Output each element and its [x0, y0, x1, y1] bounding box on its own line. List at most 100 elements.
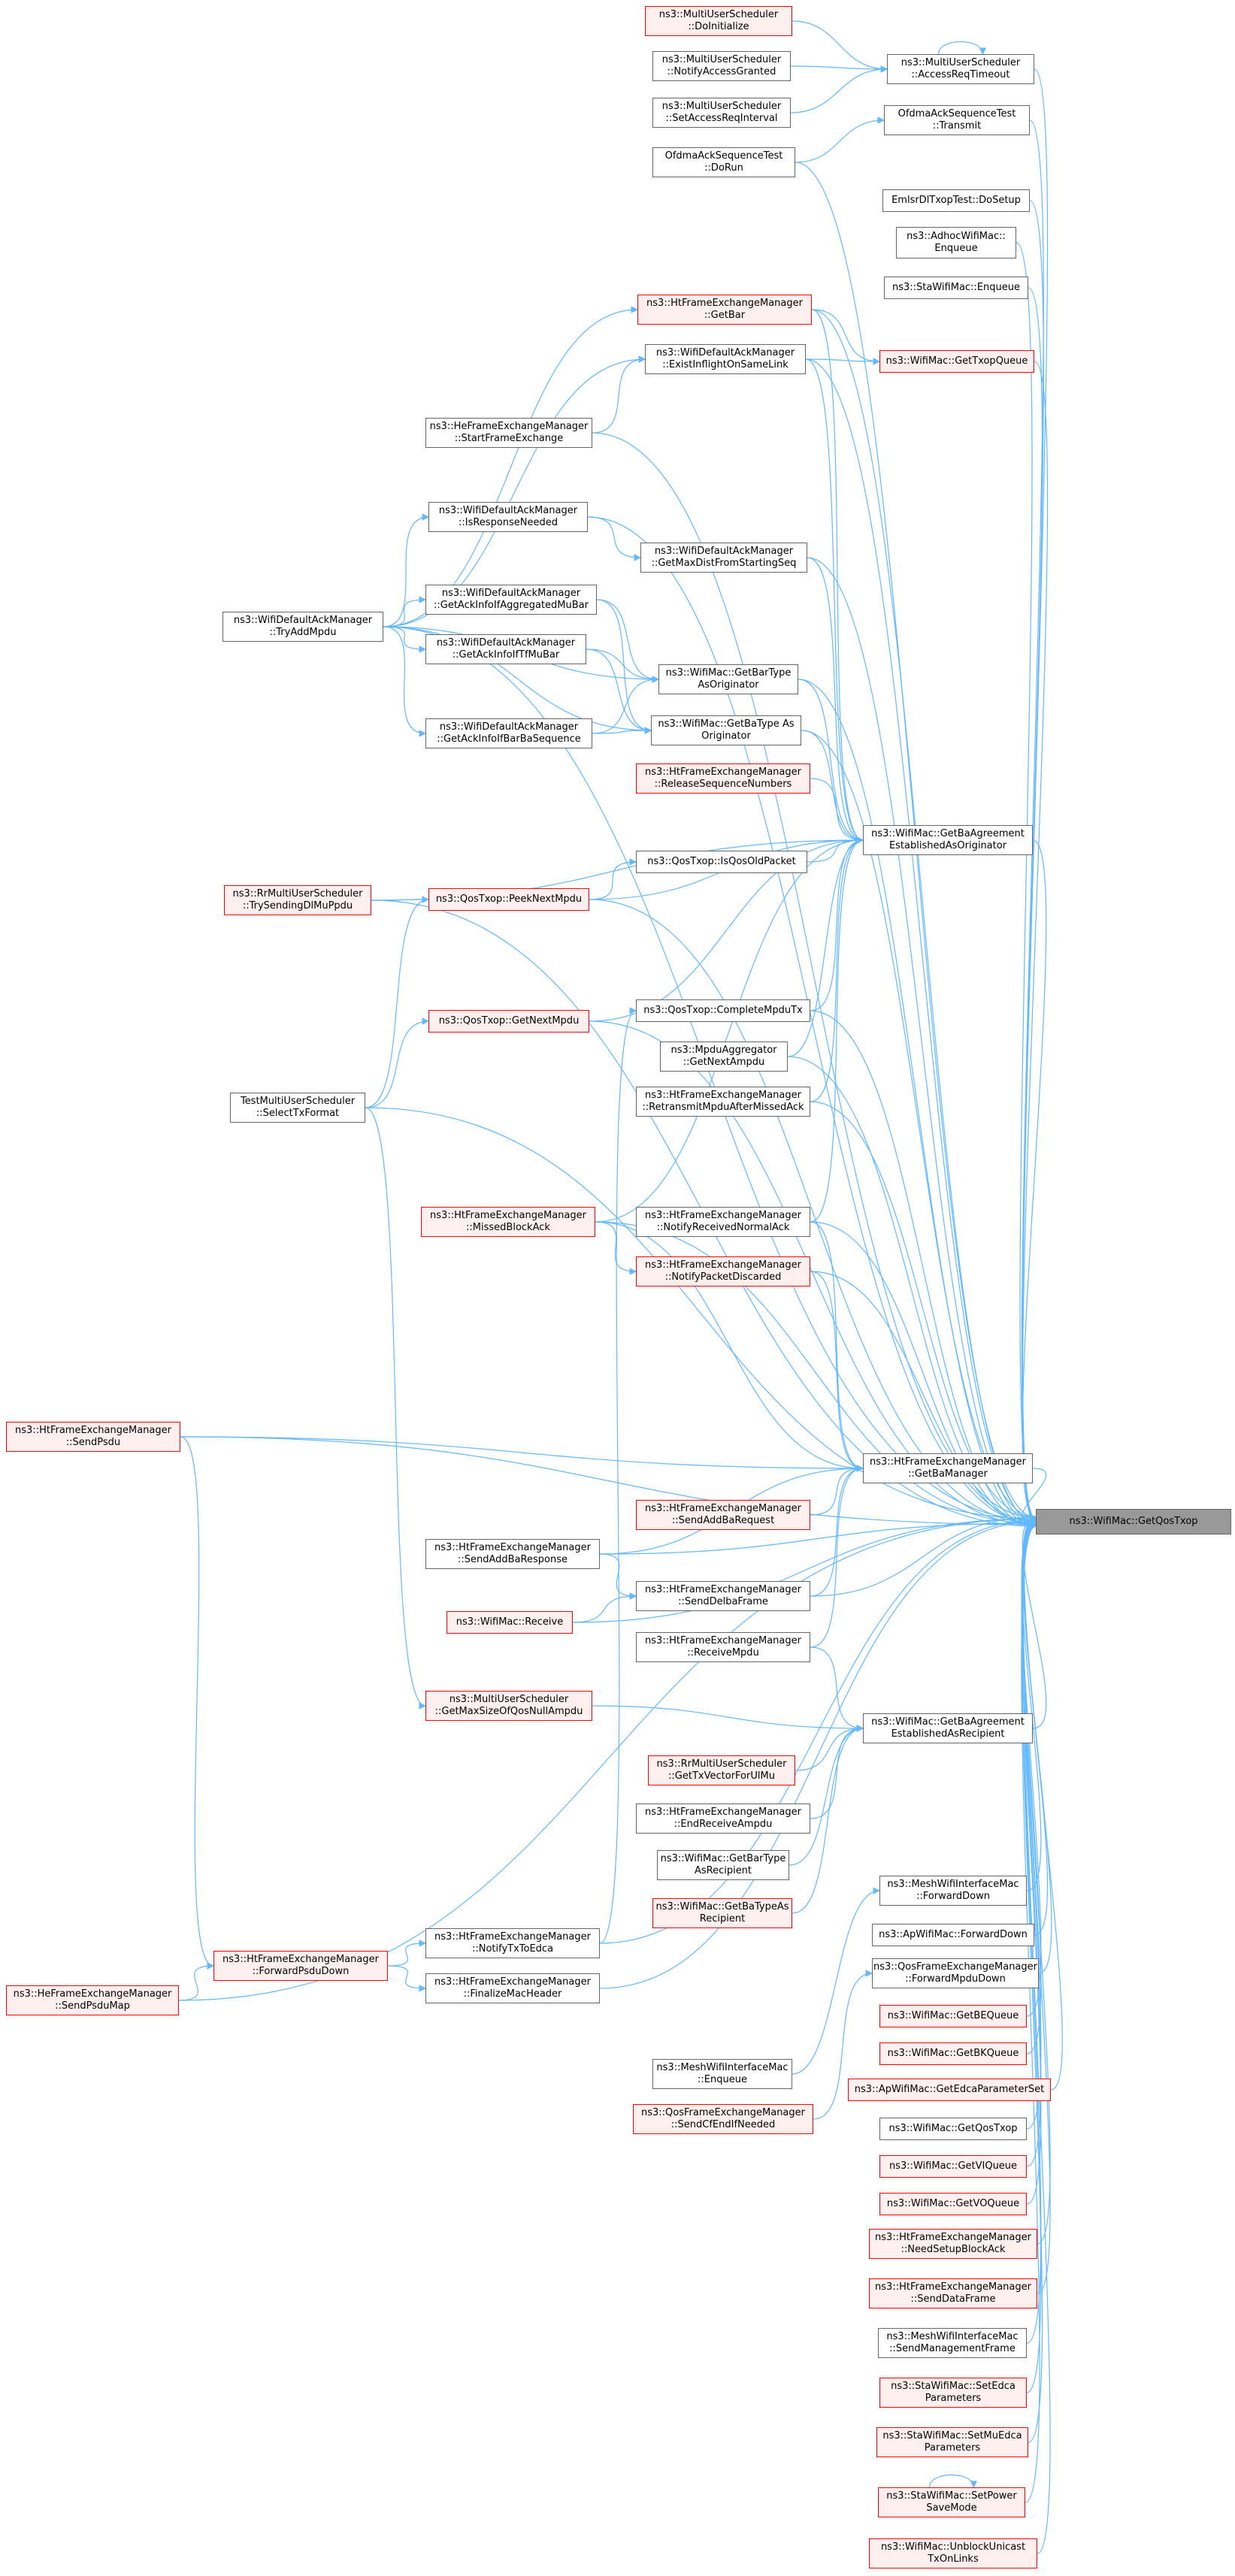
node-mesh-forwarddown[interactable]: ns3::MeshWifiInterfaceMac::ForwardDown [879, 1876, 1027, 1906]
node-ht-sendaddbareq[interactable]: ns3::HtFrameExchangeManager::SendAddBaRe… [636, 1500, 810, 1530]
edge-ht-forwardpsdudown-to-ht-notifytxtoedca [387, 1940, 426, 1967]
node-mu-doinit[interactable]: ns3::MultiUserScheduler::DoInitialize [645, 6, 792, 36]
node-label: SaveMode [926, 2502, 977, 2514]
node-mesh-enqueue[interactable]: ns3::MeshWifiInterfaceMac::Enqueue [652, 2059, 792, 2089]
node-test-selecttx[interactable]: TestMultiUserScheduler::SelectTxFormat [230, 1093, 365, 1123]
node-mu-setaccess[interactable]: ns3::MultiUserScheduler::SetAccessReqInt… [652, 98, 791, 128]
node-label: OfdmaAckSequenceTest [897, 108, 1016, 119]
node-ofdma-dorun[interactable]: OfdmaAckSequenceTest::DoRun [652, 147, 795, 177]
node-label: ns3::HtFrameExchangeManager [645, 1635, 801, 1646]
node-ht-forwardpsdudown[interactable]: ns3::HtFrameExchangeManager::ForwardPsdu… [213, 1951, 388, 1981]
node-wm-receive[interactable]: ns3::WifiMac::Receive [446, 1611, 573, 1634]
node-wm-getqostxop2[interactable]: ns3::WifiMac::GetQosTxop [879, 2118, 1027, 2140]
node-wm-getvoqueue[interactable]: ns3::WifiMac::GetVOQueue [879, 2193, 1027, 2215]
node-label: ns3::MultiUserScheduler [449, 1694, 569, 1705]
node-ht-getbar[interactable]: ns3::HtFrameExchangeManager::GetBar [637, 295, 812, 325]
node-wdam-existinflight[interactable]: ns3::WifiDefaultAckManager::ExistInfligh… [645, 344, 806, 374]
node-wm-getviqueue[interactable]: ns3::WifiMac::GetVIQueue [879, 2155, 1027, 2178]
node-label: ns3::AdhocWifiMac:: [907, 231, 1006, 242]
node-ht-receivempdu[interactable]: ns3::HtFrameExchangeManager::ReceiveMpdu [636, 1632, 810, 1662]
node-wm-gettxopqueue[interactable]: ns3::WifiMac::GetTxopQueue [879, 350, 1034, 373]
node-target[interactable]: ns3::WifiMac::GetQosTxop [1036, 1509, 1231, 1534]
node-label: ns3::HeFrameExchangeManager [429, 421, 589, 432]
node-wdam-ackinfoagg[interactable]: ns3::WifiDefaultAckManager::GetAckInfoIf… [425, 585, 597, 615]
node-label: ::NotifyReceivedNormalAck [656, 1222, 790, 1233]
node-label: ::ReceiveMpdu [687, 1647, 759, 1658]
node-label: ns3::WifiMac::GetBarType [665, 667, 792, 679]
node-label: ns3::ApWifiMac::GetEdcaParameterSet [854, 2084, 1045, 2095]
node-ht-notifytxtoedca[interactable]: ns3::HtFrameExchangeManager::NotifyTxToE… [425, 1928, 600, 1958]
node-mpduagg-getnext[interactable]: ns3::MpduAggregator::GetNextAmpdu [660, 1042, 788, 1072]
node-qos-peeknext[interactable]: ns3::QosTxop::PeekNextMpdu [428, 888, 589, 911]
node-label: ::SendAddBaRequest [671, 1515, 775, 1526]
node-mu-notifyaccess[interactable]: ns3::MultiUserScheduler::NotifyAccessGra… [652, 51, 791, 81]
node-ofdma-transmit[interactable]: OfdmaAckSequenceTest::Transmit [884, 105, 1030, 135]
node-he-sendpsdumap[interactable]: ns3::HeFrameExchangeManager::SendPsduMap [6, 1985, 179, 2015]
node-qos-completempdu[interactable]: ns3::QosTxop::CompleteMpduTx [636, 999, 810, 1022]
node-mesh-sendmgmt[interactable]: ns3::MeshWifiInterfaceMac::SendManagemen… [878, 2328, 1027, 2358]
node-ht-missedblock[interactable]: ns3::HtFrameExchangeManager::MissedBlock… [421, 1207, 595, 1237]
edge-wdam-existinflight-to-wm-gettxopqueue [805, 358, 880, 365]
node-wdam-ackinfobar[interactable]: ns3::WifiDefaultAckManager::GetAckInfoIf… [425, 718, 592, 748]
node-label: ns3::WifiMac::Receive [456, 1616, 564, 1628]
node-ht-needsetup[interactable]: ns3::HtFrameExchangeManager::NeedSetupBl… [869, 2229, 1037, 2259]
node-emlsr[interactable]: EmlsrDlTxopTest::DoSetup [882, 189, 1030, 212]
node-ht-retransmit[interactable]: ns3::HtFrameExchangeManager::RetransmitM… [636, 1087, 810, 1117]
edge-ht-endreceive-to-wm-getbaagree-rec [810, 1725, 864, 1819]
node-ht-notifyrecv[interactable]: ns3::HtFrameExchangeManager::NotifyRecei… [636, 1207, 810, 1237]
node-qos-isqosold[interactable]: ns3::QosTxop::IsQosOldPacket [636, 851, 807, 873]
node-qfem-sendcfend[interactable]: ns3::QosFrameExchangeManager::SendCfEndI… [633, 2104, 813, 2134]
node-ht-sendpsdu[interactable]: ns3::HtFrameExchangeManager::SendPsdu [6, 1422, 180, 1452]
node-label: ns3::StaWifiMac::SetPower [886, 2490, 1017, 2502]
node-wdam-isresponse[interactable]: ns3::WifiDefaultAckManager::IsResponseNe… [428, 502, 588, 532]
node-ht-senddata[interactable]: ns3::HtFrameExchangeManager::SendDataFra… [869, 2278, 1037, 2308]
node-label: ::TrySendingDlMuPpdu [242, 900, 353, 912]
node-he-startframe[interactable]: ns3::HeFrameExchangeManager::StartFrameE… [425, 418, 592, 448]
node-ht-getbamanager[interactable]: ns3::HtFrameExchangeManager::GetBaManage… [863, 1453, 1033, 1483]
node-ht-releaseseq[interactable]: ns3::HtFrameExchangeManager::ReleaseSequ… [636, 763, 810, 794]
node-ht-finalizemac[interactable]: ns3::HtFrameExchangeManager::FinalizeMac… [425, 1973, 600, 2003]
node-rr-gettxvector[interactable]: ns3::RrMultiUserScheduler::GetTxVectorFo… [648, 1755, 795, 1785]
node-qfem-forwardmpdudown[interactable]: ns3::QosFrameExchangeManager::ForwardMpd… [872, 1958, 1039, 1988]
edge-wm-getbartype-rec-to-wm-getbaagree-rec [789, 1725, 864, 1866]
node-ht-notifydiscard[interactable]: ns3::HtFrameExchangeManager::NotifyPacke… [636, 1256, 810, 1286]
node-ht-endreceive[interactable]: ns3::HtFrameExchangeManager::EndReceiveA… [636, 1804, 810, 1834]
node-adhoc-enqueue[interactable]: ns3::AdhocWifiMac::Enqueue [896, 227, 1016, 259]
node-sta-enqueue[interactable]: ns3::StaWifiMac::Enqueue [884, 277, 1028, 299]
edge-ht-notifyrecv-to-wm-getbaagree-orig [810, 836, 864, 1223]
node-ap-forwarddown[interactable]: ns3::ApWifiMac::ForwardDown [872, 1924, 1034, 1946]
node-wdam-getmaxdist[interactable]: ns3::WifiDefaultAckManager::GetMaxDistFr… [640, 543, 807, 573]
edge-wdam-tryadd-to-wdam-isresponse [383, 513, 429, 627]
node-ht-senddelba[interactable]: ns3::HtFrameExchangeManager::SendDelbaFr… [636, 1581, 810, 1611]
edge-qos-completempdu-to-target [810, 1010, 1037, 1530]
node-label: ns3::HtFrameExchangeManager [645, 1807, 801, 1818]
edge-mesh-enqueue-to-mesh-forwarddown [792, 1887, 880, 2075]
node-rr-trysending[interactable]: ns3::RrMultiUserScheduler::TrySendingDlM… [224, 885, 371, 915]
node-mu-accesstimeout[interactable]: ns3::MultiUserScheduler::AccessReqTimeou… [887, 54, 1034, 84]
node-wm-getbkqueue[interactable]: ns3::WifiMac::GetBKQueue [879, 2042, 1027, 2065]
node-label: ::NeedSetupBlockAck [901, 2244, 1006, 2255]
node-label: ::SetAccessReqInterval [665, 113, 778, 124]
node-ap-getedca[interactable]: ns3::ApWifiMac::GetEdcaParameterSet [848, 2079, 1051, 2101]
node-wdam-ackinfotf[interactable]: ns3::WifiDefaultAckManager::GetAckInfoIf… [425, 634, 586, 664]
node-wdam-tryadd[interactable]: ns3::WifiDefaultAckManager::TryAddMpdu [222, 612, 383, 642]
edge-wdam-existinflight-to-target [805, 358, 1037, 1525]
node-ht-sendaddbaresp[interactable]: ns3::HtFrameExchangeManager::SendAddBaRe… [425, 1539, 600, 1569]
node-label: ::ForwardDown [916, 1891, 990, 1902]
node-label: ::IsResponseNeeded [458, 517, 558, 528]
node-wm-getbequeue[interactable]: ns3::WifiMac::GetBEQueue [879, 2005, 1027, 2027]
node-mu-getmaxsize[interactable]: ns3::MultiUserScheduler::GetMaxSizeOfQos… [425, 1691, 592, 1721]
node-qos-getnext[interactable]: ns3::QosTxop::GetNextMpdu [428, 1010, 589, 1033]
node-label: ::GetMaxDistFromStartingSeq [651, 558, 797, 569]
edge-ht-senddelba-to-ht-getbamanager [810, 1465, 864, 1597]
